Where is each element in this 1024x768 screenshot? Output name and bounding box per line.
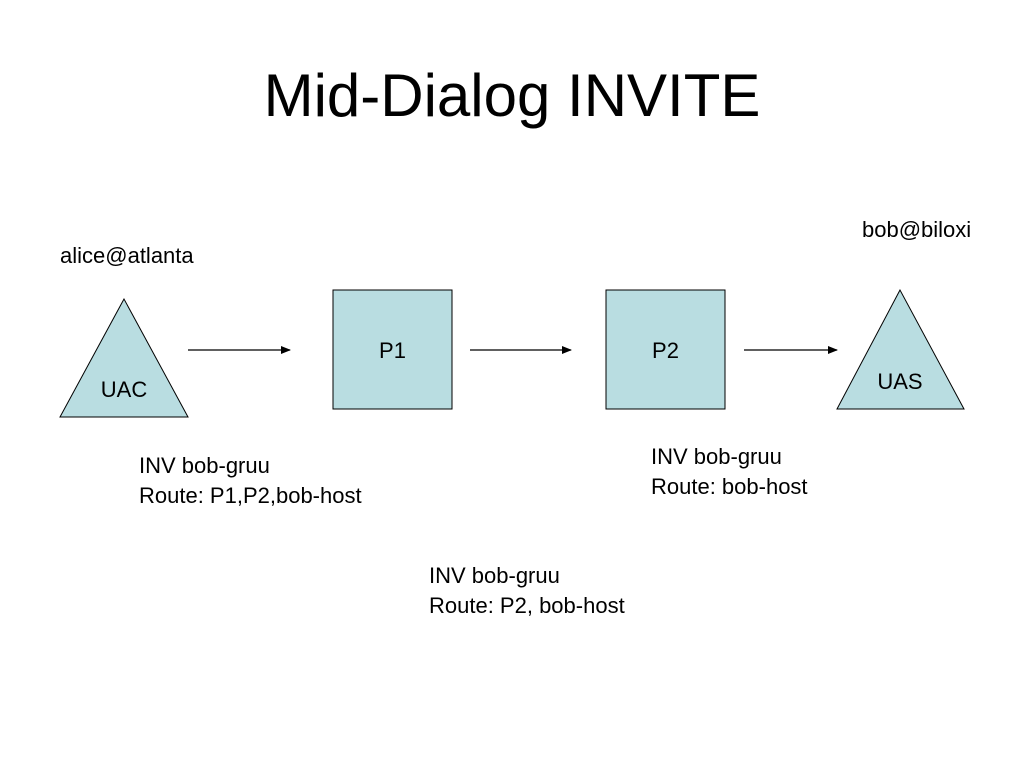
message-p1-to-p2-method: INV bob-gruu — [429, 563, 560, 588]
uas-label: UAS — [877, 369, 922, 394]
message-p2-to-uas-method: INV bob-gruu — [651, 444, 782, 469]
uac-node: UAC — [59, 297, 189, 418]
message-p1-to-p2: INV bob-gruu Route: P2, bob-host — [429, 561, 625, 621]
message-uac-to-p1-method: INV bob-gruu — [139, 453, 270, 478]
uas-node: UAS — [836, 288, 965, 410]
p1-box — [332, 289, 453, 410]
message-uac-to-p1-route: Route: P1,P2,bob-host — [139, 483, 362, 508]
uac-triangle — [59, 297, 189, 418]
alice-address-label: alice@atlanta — [60, 243, 194, 268]
uas-triangle — [836, 288, 965, 410]
p2-node: P2 — [605, 289, 726, 410]
p2-label: P2 — [652, 338, 679, 363]
bob-address-label: bob@biloxi — [862, 217, 972, 242]
p2-box — [605, 289, 726, 410]
p1-label: P1 — [379, 338, 406, 363]
message-p2-to-uas-route: Route: bob-host — [651, 474, 808, 499]
message-p1-to-p2-route: Route: P2, bob-host — [429, 593, 625, 618]
message-p2-to-uas: INV bob-gruu Route: bob-host — [651, 442, 808, 502]
p1-node: P1 — [332, 289, 453, 410]
message-uac-to-p1: INV bob-gruu Route: P1,P2,bob-host — [139, 451, 362, 511]
uac-label: UAC — [101, 377, 148, 402]
slide-title: Mid-Dialog INVITE — [263, 62, 761, 129]
